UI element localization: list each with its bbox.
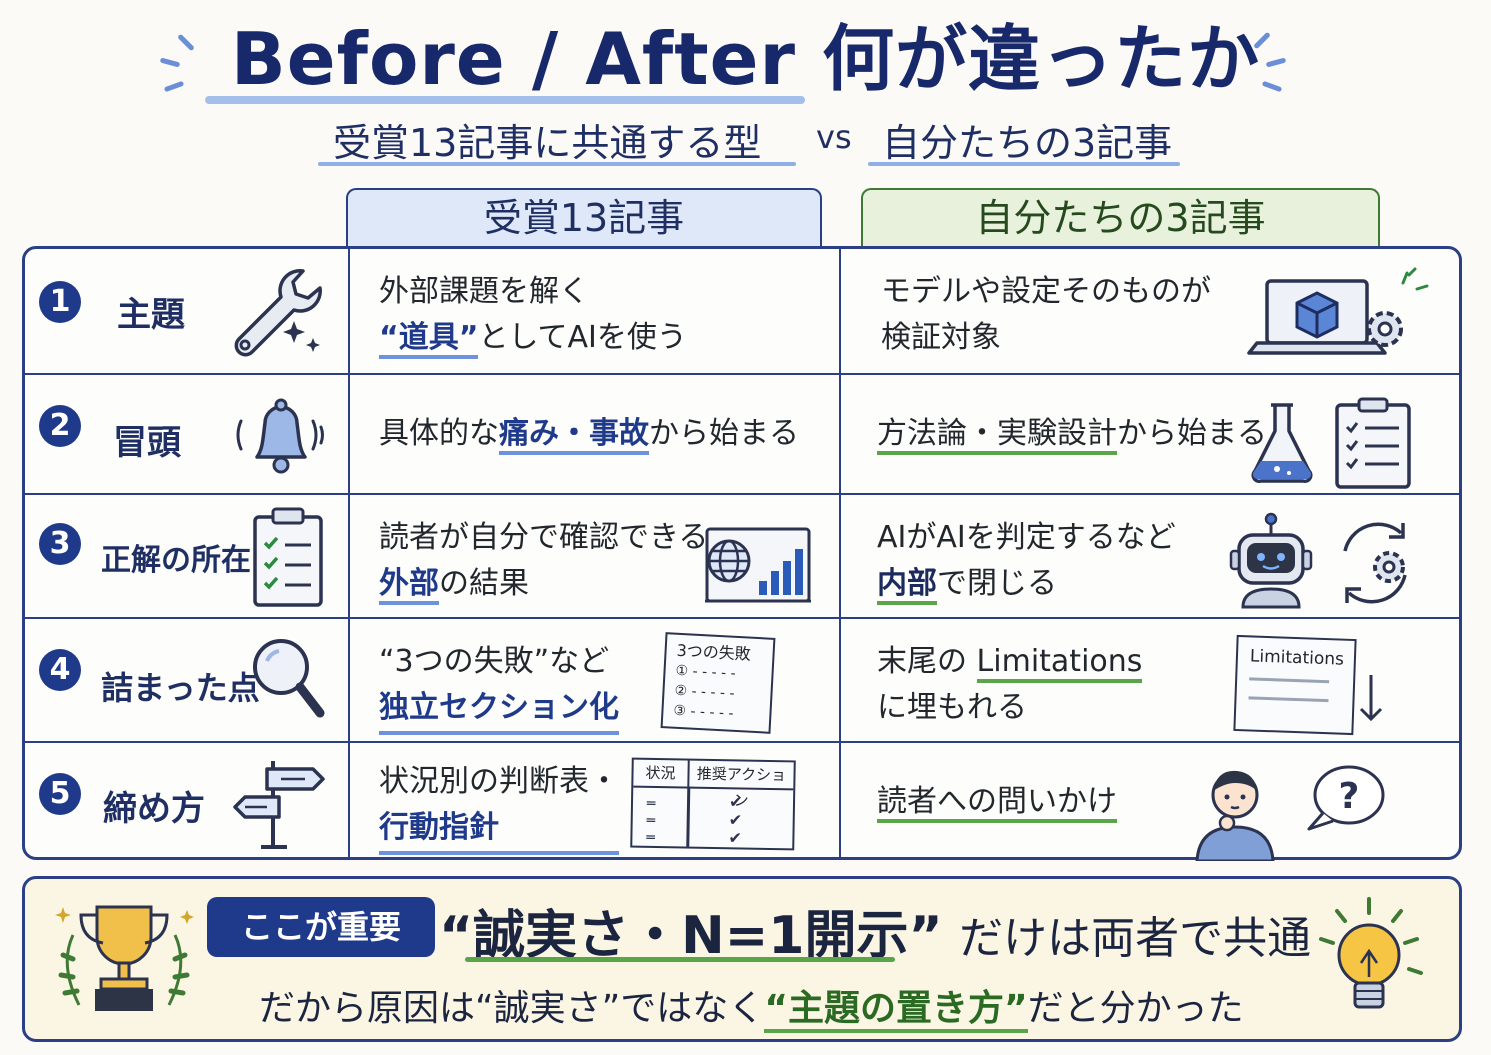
key-statement: “誠実さ・N=1開示” だけは両者で共通	[439, 906, 1312, 966]
row4-award-text: “3つの失敗”など 独立セクション化	[379, 639, 619, 735]
row5-own-text: 読者への問いかけ	[877, 779, 1117, 825]
table-row: 3 正解の所在 読者が自分で確認できる 外部の結果 AIがAIを判定するなど 内…	[25, 493, 1459, 619]
bubble-question-mark: ?	[1339, 776, 1360, 817]
title-underline	[205, 96, 805, 104]
bell-icon	[236, 398, 324, 474]
wrench-icon	[234, 269, 322, 357]
row1-own-text: モデルや設定そのものが 検証対象	[881, 274, 1211, 355]
decision-table: 状況 推奨アクション ═══ ✔✔✔	[630, 757, 796, 851]
row-label: 締め方	[103, 789, 205, 829]
table-row: 5 締め方 状況別の判断表・ 行動指針 状況 推奨アクション ═══ ✔✔✔ 読…	[25, 741, 1459, 861]
table-row: 1 主題 外部課題を解く “道具”としてAIを使う モデルや設定そのものが 検証…	[25, 249, 1459, 373]
clipboard-checklist-icon	[1335, 397, 1411, 489]
lightbulb-icon	[1319, 897, 1423, 1009]
row-label: 主題	[117, 295, 185, 335]
row-label: 詰まった点	[101, 669, 260, 707]
row2-own-text: 方法論・実験設計から始まる	[877, 411, 1267, 457]
column-header-award-articles: 受賞13記事	[346, 188, 822, 246]
arrow-down-icon	[1359, 675, 1383, 722]
failure-list-card: 3つの失敗 ① - - - - - ② - - - - - ③ - - - - …	[660, 632, 776, 734]
row-number-badge: 5	[39, 773, 81, 815]
row-label: 冒頭	[113, 423, 181, 463]
check-icon: ✔✔✔	[728, 792, 743, 848]
column-divider	[348, 249, 350, 857]
row-number-badge: 3	[39, 523, 81, 565]
trophy-icon	[55, 905, 194, 1011]
row4-own-text: 末尾の Limitations に埋もれる	[877, 644, 1143, 725]
globe-chart-icon	[705, 527, 811, 603]
key-statement-underline	[465, 957, 895, 962]
subtitle-left-underline	[318, 162, 796, 166]
page-title: Before / After 何が違ったか	[230, 17, 1261, 101]
subtitle-left: 受賞13記事に共通する型	[333, 121, 762, 165]
row-number-badge: 4	[39, 649, 81, 691]
laptop-cube-icon	[1247, 267, 1429, 355]
robot-icon	[1229, 512, 1313, 609]
column-header-own-articles: 自分たちの3記事	[861, 188, 1380, 246]
signpost-icon	[233, 761, 325, 849]
refresh-gear-icon	[1343, 522, 1407, 604]
thinking-person-icon	[1195, 770, 1275, 861]
clipboard-checklist-icon	[253, 507, 323, 607]
speech-bubble-icon: ?	[1307, 765, 1385, 831]
row-number-badge: 2	[39, 405, 81, 447]
decision-table-header: 状況	[633, 759, 690, 787]
limitations-card: Limitations	[1233, 634, 1357, 736]
key-takeaway-panel: ここが重要 “誠実さ・N=1開示” だけは両者で共通 だから原因は“誠実さ”では…	[22, 876, 1462, 1042]
table-row: 4 詰まった点 “3つの失敗”など 独立セクション化 3つの失敗 ① - - -…	[25, 617, 1459, 743]
row-number-badge: 1	[39, 281, 81, 323]
important-badge: ここが重要	[207, 897, 435, 957]
conclusion-text: だから原因は“誠実さ”ではなく“主題の置き方”だと分かった	[259, 979, 1244, 1033]
subtitle-right: 自分たちの3記事	[882, 121, 1173, 165]
subtitle-right-underline	[868, 162, 1180, 166]
flask-icon	[1251, 403, 1313, 484]
magnifier-icon	[253, 639, 325, 718]
row5-award-text: 状況別の判断表・ 行動指針	[379, 759, 619, 855]
table-row: 2 冒頭 具体的な痛み・事故から始まる 方法論・実験設計から始まる	[25, 373, 1459, 495]
column-divider	[839, 249, 841, 857]
subtitle-vs: vs	[816, 118, 852, 156]
subtitle: 受賞13記事に共通する型 vs 自分たちの3記事	[0, 112, 1491, 165]
row2-award-text: 具体的な痛み・事故から始まる	[379, 411, 799, 457]
limitations-card-title: Limitations	[1249, 646, 1345, 670]
row1-award-text: 外部課題を解く “道具”としてAIを使う	[379, 269, 687, 361]
decision-table-header: 推奨アクション	[696, 764, 787, 810]
row-label: 正解の所在	[101, 543, 251, 578]
row3-award-text: 読者が自分で確認できる 外部の結果	[379, 515, 708, 607]
comparison-table: 1 主題 外部課題を解く “道具”としてAIを使う モデルや設定そのものが 検証…	[22, 246, 1462, 861]
row3-own-text: AIがAIを判定するなど 内部で閉じる	[877, 515, 1176, 607]
